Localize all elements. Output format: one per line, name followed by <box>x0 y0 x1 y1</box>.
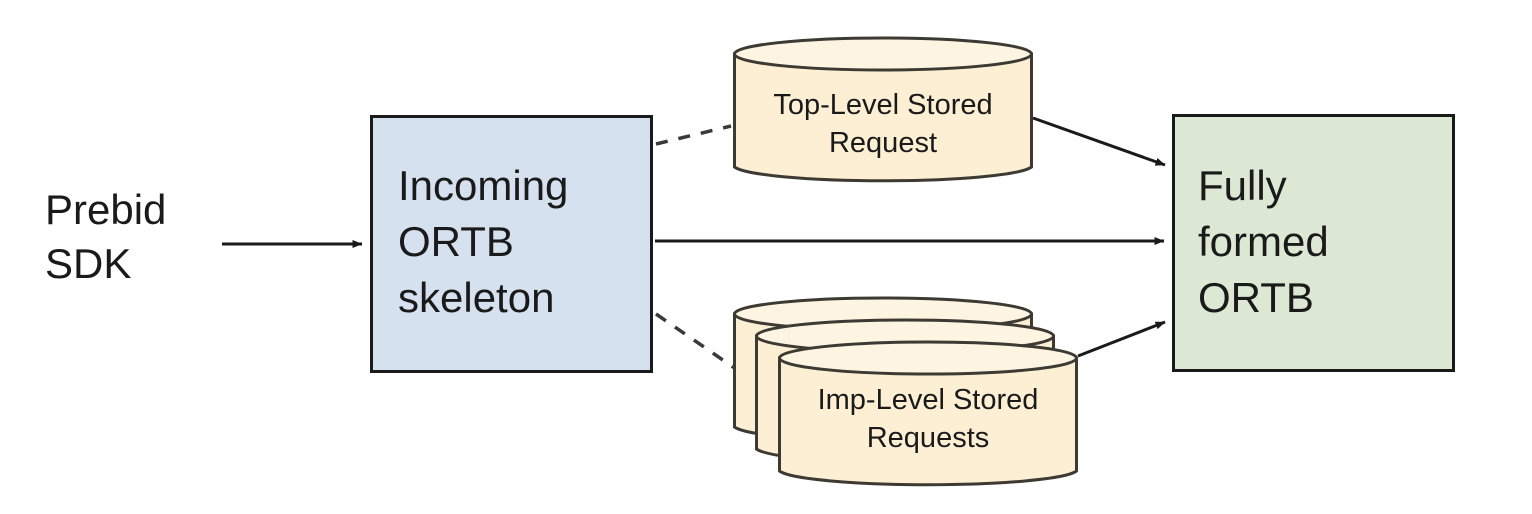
edge-incoming-to-imp-level <box>655 312 737 371</box>
cylinder-front <box>778 340 1078 487</box>
node-top-level-stored-request[interactable] <box>733 36 1033 183</box>
edge-top-level-to-fully-formed <box>1032 116 1166 167</box>
node-fully-formed-ortb[interactable] <box>1172 114 1455 372</box>
node-imp-level-stored-requests[interactable] <box>733 296 1078 487</box>
edge-imp-level-to-fully-formed <box>1077 320 1166 358</box>
node-incoming-ortb-skeleton[interactable] <box>370 115 653 373</box>
edge-incoming-to-top-level <box>655 124 732 146</box>
